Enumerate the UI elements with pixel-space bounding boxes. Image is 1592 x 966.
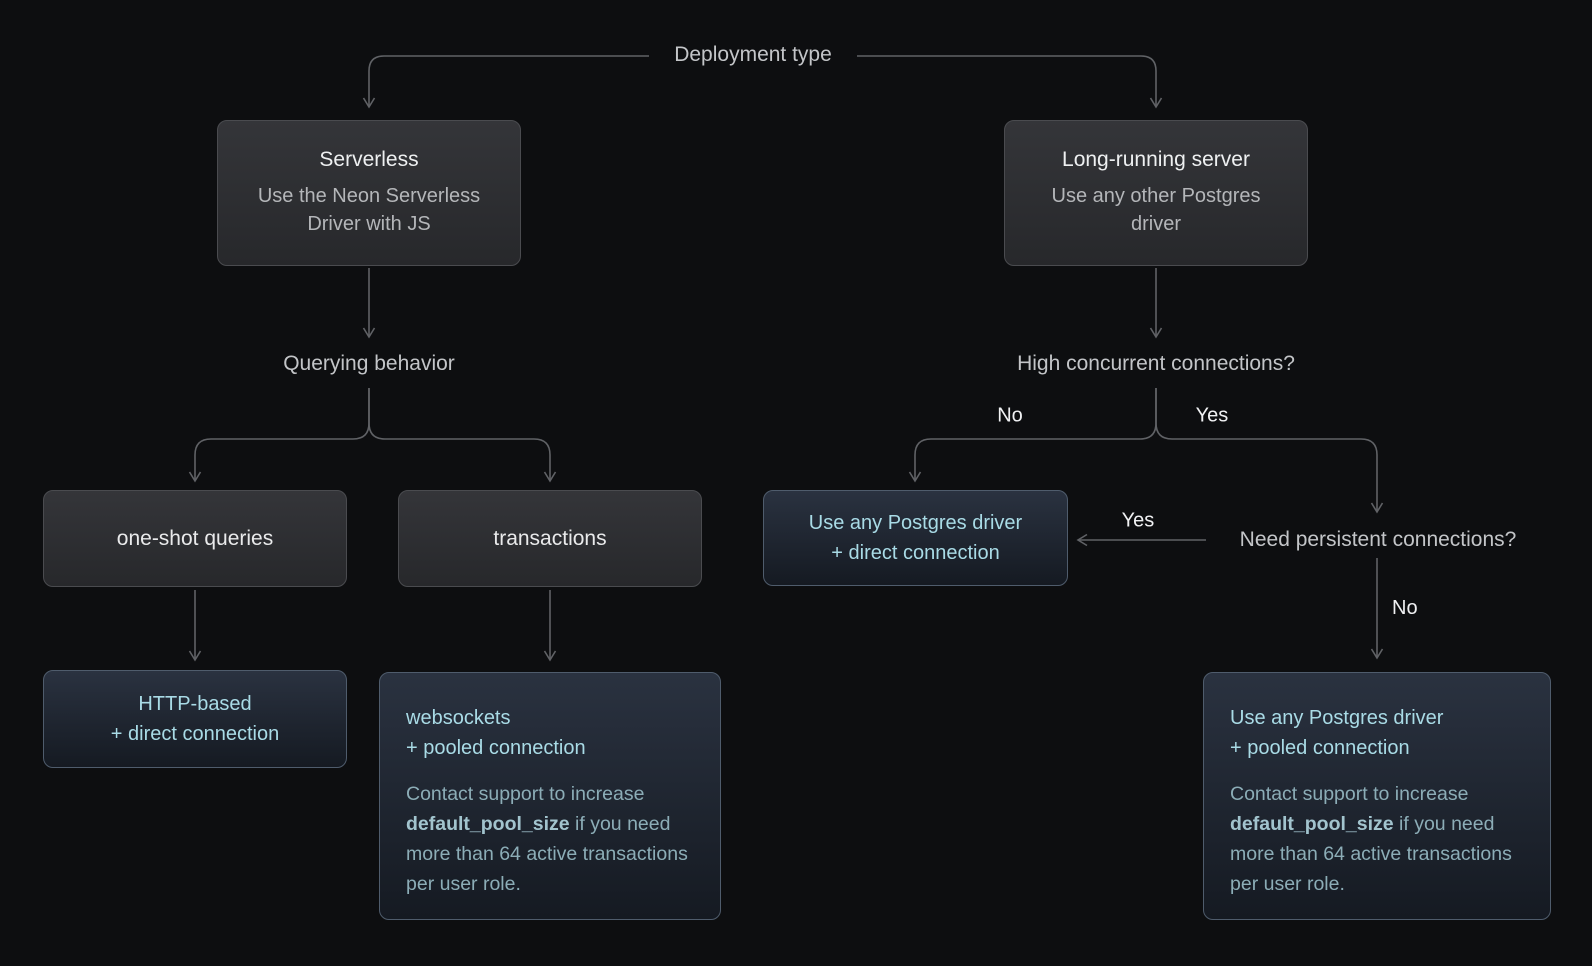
edge-deployment-to-serverless (362, 55, 649, 109)
note-default-pool-size: default_pool_size (406, 813, 570, 835)
edge-high-concurrent-yes-to-need-persistent (1155, 388, 1384, 514)
edge-querying-to-transactions (368, 388, 557, 483)
question-need-persistent-connections: Need persistent connections? (1239, 528, 1517, 551)
node-any-direct-line2: + direct connection (831, 542, 1000, 564)
note-text-after: if you need more than 64 active transact… (406, 813, 688, 895)
edge-label-need-persistent-no: No (1392, 597, 1418, 619)
node-any-pooled-note: Contact support to increase default_pool… (1230, 779, 1524, 899)
edge-deployment-to-long-running (857, 55, 1163, 109)
node-transactions: transactions (398, 490, 702, 587)
node-websockets-line1: websockets (406, 707, 511, 729)
node-http-based-direct-connection: HTTP-based + direct connection (43, 670, 347, 768)
node-http-line1: HTTP-based (138, 693, 252, 715)
node-any-pooled-line1: Use any Postgres driver (1230, 707, 1444, 729)
node-serverless-subtitle: Use the Neon Serverless Driver with JS (257, 185, 481, 235)
node-long-running-title: Long-running server (1062, 148, 1250, 171)
node-any-direct-line1: Use any Postgres driver (808, 512, 1023, 534)
edge-label-need-persistent-yes: Yes (1121, 509, 1155, 532)
question-querying-behavior: Querying behavior (283, 352, 455, 375)
node-transactions-label: transactions (493, 526, 607, 550)
edge-label-high-concurrent-no: No (997, 404, 1023, 427)
edge-querying-to-one-shot (188, 388, 370, 483)
note-text-before: Contact support to increase (1230, 783, 1469, 805)
edge-label-high-concurrent-yes: Yes (1195, 404, 1229, 427)
node-one-shot-label: one-shot queries (116, 526, 274, 550)
note-text-after: if you need more than 64 active transact… (1230, 813, 1512, 895)
edge-high-concurrent-no-to-direct (908, 388, 1157, 483)
node-any-driver-direct-connection: Use any Postgres driver + direct connect… (763, 490, 1068, 586)
node-websockets-pooled-connection: websockets + pooled connection Contact s… (379, 672, 721, 920)
node-long-running-subtitle: Use any other Postgres driver (1051, 185, 1261, 235)
node-any-pooled-line2: + pooled connection (1230, 737, 1410, 759)
question-high-concurrent-connections: High concurrent connections? (1017, 352, 1295, 375)
note-text-before: Contact support to increase (406, 783, 645, 805)
node-any-driver-pooled-connection: Use any Postgres driver + pooled connect… (1203, 672, 1551, 920)
node-websockets-note: Contact support to increase default_pool… (406, 779, 694, 899)
node-http-line2: + direct connection (110, 723, 280, 745)
node-serverless-title: Serverless (319, 148, 419, 171)
node-one-shot-queries: one-shot queries (43, 490, 347, 587)
node-serverless: Serverless Use the Neon Serverless Drive… (217, 120, 521, 266)
node-long-running-server: Long-running server Use any other Postgr… (1004, 120, 1308, 266)
node-websockets-line2: + pooled connection (406, 737, 586, 759)
root-label-deployment-type: Deployment type (674, 43, 832, 66)
note-default-pool-size: default_pool_size (1230, 813, 1394, 835)
